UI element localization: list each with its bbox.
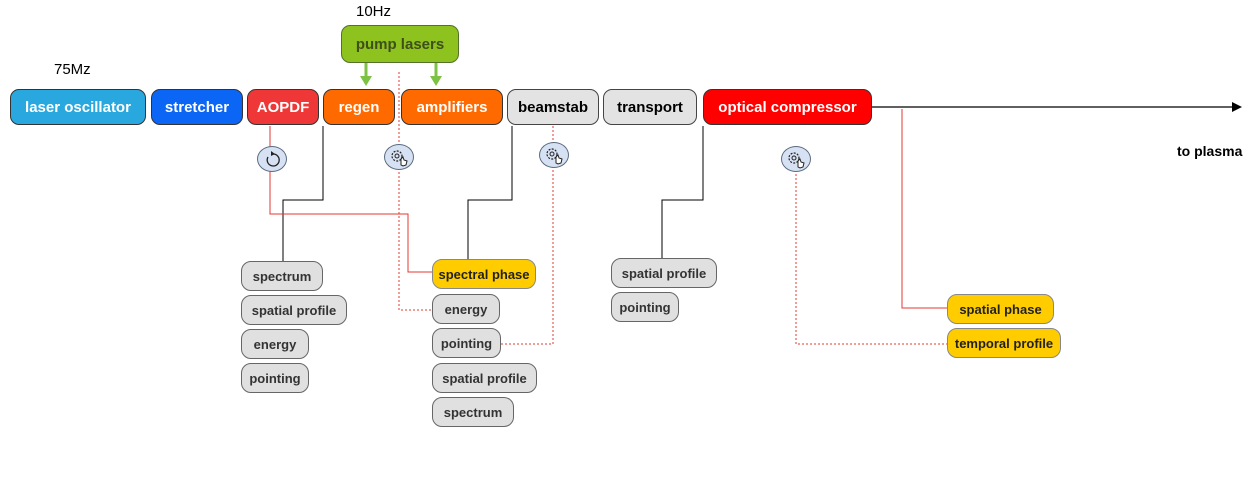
beamstab-box[interactable]: beamstab — [507, 89, 599, 125]
amplifiers-box[interactable]: amplifiers — [401, 89, 503, 125]
dotted-line-beamstab — [501, 126, 554, 345]
dotted-line-amplifiers — [398, 72, 432, 311]
laser-oscillator-box[interactable]: laser oscillator — [10, 89, 146, 125]
signal-line-beamstab — [467, 126, 513, 260]
diag-pointing[interactable]: pointing — [241, 363, 309, 393]
diag-spectrum[interactable]: spectrum — [432, 397, 514, 427]
diag-spectral-phase[interactable]: spectral phase — [432, 259, 536, 289]
cycle-icon[interactable] — [257, 146, 287, 172]
stretcher-box[interactable]: stretcher — [151, 89, 243, 125]
diag-spatial-profile[interactable]: spatial profile — [241, 295, 347, 325]
rep-rate-75mz-label: 75Mz — [54, 61, 91, 78]
diag-spatial-profile[interactable]: spatial profile — [432, 363, 537, 393]
gear-hand-icon[interactable] — [539, 142, 569, 168]
gear-hand-icon[interactable] — [384, 144, 414, 170]
aopdf-box[interactable]: AOPDF — [247, 89, 319, 125]
diag-spatial-phase[interactable]: spatial phase — [947, 294, 1054, 324]
beam-arrowhead — [1232, 102, 1242, 112]
optical-compressor-box[interactable]: optical compressor — [703, 89, 872, 125]
pump-lasers-box[interactable]: pump lasers — [341, 25, 459, 63]
rep-rate-10hz-label: 10Hz — [356, 3, 392, 20]
diag-energy[interactable]: energy — [432, 294, 500, 324]
diag-temporal-profile[interactable]: temporal profile — [947, 328, 1061, 358]
diag-spatial-profile[interactable]: spatial profile — [611, 258, 717, 288]
signal-line-transport — [661, 126, 704, 258]
diag-pointing[interactable]: pointing — [611, 292, 679, 322]
transport-box[interactable]: transport — [603, 89, 697, 125]
to-plasma-label: to plasma — [1177, 143, 1243, 159]
dotted-line-compressor — [795, 170, 947, 345]
diag-pointing[interactable]: pointing — [432, 328, 501, 358]
diag-spectrum[interactable]: spectrum — [241, 261, 323, 291]
feedback-line-aopdf — [269, 126, 433, 273]
gear-hand-icon[interactable] — [781, 146, 811, 172]
diag-energy[interactable]: energy — [241, 329, 309, 359]
feedback-line-compressor — [901, 109, 947, 309]
signal-line-regen — [282, 126, 324, 262]
regen-box[interactable]: regen — [323, 89, 395, 125]
